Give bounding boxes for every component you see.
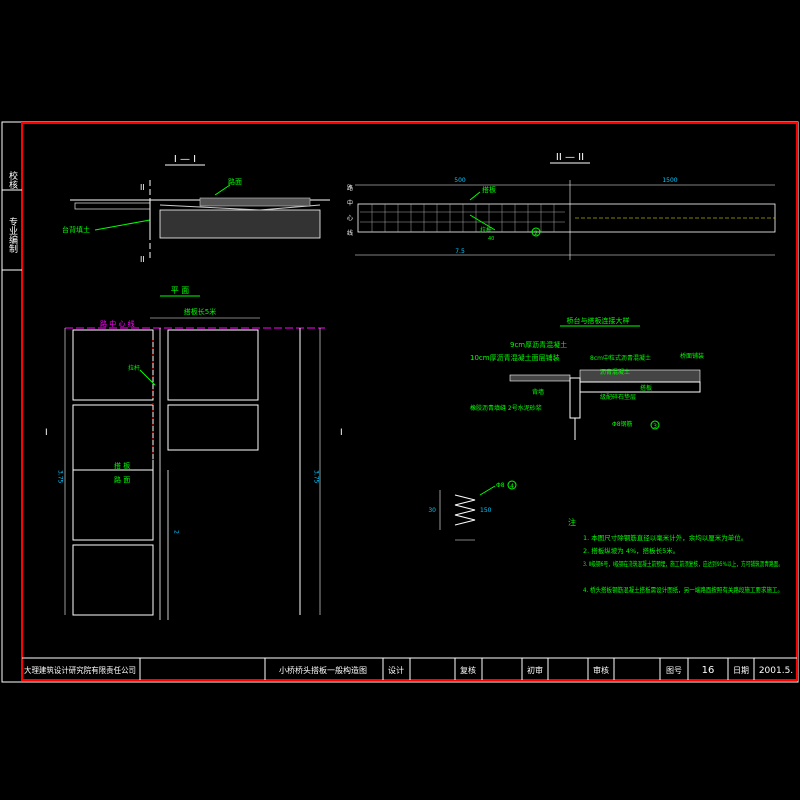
detail-waterproof: 8cm中粒式沥青混凝土 — [590, 354, 651, 362]
plan-dim-left: 3.75 — [57, 470, 64, 484]
date-value: 2001.5. — [759, 666, 793, 676]
date-label: 日期 — [733, 666, 749, 675]
side-label-top: 校核 — [7, 170, 18, 190]
callout-4 — [507, 480, 517, 490]
section-ii-left-4: 线 — [347, 229, 353, 237]
detail-title: 桥台与搭板连接大样 — [567, 316, 630, 325]
detail-deck-label: 桥面铺装 — [680, 352, 704, 360]
callout-3 — [650, 420, 660, 430]
notes-heading: 注 — [568, 517, 576, 527]
section-i-title: I — I — [174, 154, 196, 165]
rebar-dim-1: 30 — [428, 507, 436, 514]
cut-mark-top: II — [140, 183, 145, 192]
dim-right: 1500 — [662, 177, 677, 184]
drawing-no-label: 图号 — [666, 666, 682, 675]
rebar-detail: 30 150 Φ8 4 — [428, 480, 517, 541]
bottom-dim: 7.5 — [455, 248, 465, 255]
svg-text:4: 4 — [510, 483, 514, 490]
section-ii-slab-label: 搭板 — [482, 185, 496, 194]
detail-fill-label: 橡胶沥青填缝 2号水泥砂浆 — [470, 404, 542, 412]
section-ii-left-2: 中 — [347, 199, 353, 207]
plan-dim-right: 3.75 — [313, 470, 320, 484]
outer-border — [1, 121, 799, 683]
detail-concrete-label: 沥青混凝土 — [600, 368, 630, 376]
detail-asphalt-1: 9cm厚沥青混凝土 — [510, 340, 567, 349]
cut-mark-bottom: II — [140, 255, 145, 264]
detail-rebar-label: Φ8钢筋 — [612, 420, 633, 428]
detail-wall-label: 背墙 — [532, 388, 544, 396]
note-2: 2. 搭板纵坡为 4%，搭板长5米。 — [583, 546, 679, 555]
plan-road-label: 路 面 — [114, 475, 130, 484]
note-1: 1. 本图尺寸除钢筋直径以毫米计外，余均以厘米为单位。 — [583, 533, 747, 542]
section-ii-bar-label: 拉杆 — [480, 226, 492, 234]
plan-dim-mid: 2 — [173, 530, 180, 534]
section-i-fill-label: 台背填土 — [62, 225, 90, 234]
rebar-dim-2: 150 — [480, 507, 492, 514]
plan-length-label: 搭板长5米 — [184, 307, 216, 316]
drawing-no: 16 — [702, 665, 715, 676]
section-ii-ii: II — II 500 1500 路 中 心 线 搭板 拉杆 40 2 7. — [347, 152, 776, 260]
section-ii-title: II — II — [556, 152, 584, 163]
section-ii-bar-size: 40 — [488, 236, 494, 242]
plan-view: 平 面 路 中 心 线 搭板长5米 拉杆 搭 板 路 面 3.75 3.75 2… — [45, 286, 343, 620]
rebar-label: Φ8 — [496, 482, 505, 489]
connection-detail: 桥台与搭板连接大样 9cm厚沥青混凝土 10cm厚沥青混凝土面层铺装 8cm中粒… — [470, 316, 704, 440]
section-i-i: I — I 台背填土 路面 II II — [62, 154, 330, 264]
detail-slab-label: 搭板 — [640, 384, 652, 392]
plan-cut-mark-left: I — [45, 428, 48, 438]
detail-asphalt-2: 10cm厚沥青混凝土面层铺装 — [470, 353, 560, 362]
section-ii-left-1: 路 — [347, 184, 353, 192]
section-ii-left-3: 心 — [347, 215, 353, 222]
title-block: 大理建筑设计研究院有限责任公司 小桥桥头搭板一般构造图 设计 复核 初审 审核 … — [22, 657, 797, 680]
section-i-surface-label: 路面 — [228, 177, 242, 186]
svg-text:2: 2 — [534, 230, 538, 237]
side-label-bottom: 专业编制 — [7, 216, 18, 253]
design-label: 设计 — [388, 665, 404, 675]
drawing-title: 小桥桥头搭板一般构造图 — [279, 665, 367, 675]
notes: 注 1. 本图尺寸除钢筋直径以毫米计外，余均以厘米为单位。 2. 搭板纵坡为 4… — [568, 517, 783, 594]
company-name: 大理建筑设计研究院有限责任公司 — [24, 665, 136, 675]
drawing-frame — [21, 122, 798, 681]
dim-left: 500 — [454, 177, 466, 184]
detail-gravel-label: 级配碎石垫层 — [600, 393, 636, 401]
note-4: 4. 桥头搭板钢筋混凝土搭板需设计图纸，另一端路面按照有关路段施工要求施工。 — [583, 585, 783, 594]
note-3: 3. Ⅱ级钢6号，Ⅰ级钢在浇筑混凝土前预埋，施工前须复核，应达到95%以上，方可… — [583, 559, 783, 568]
approve-label: 审核 — [593, 665, 609, 675]
review-label: 初审 — [527, 665, 543, 675]
side-strip: 校核 专业编制 — [2, 170, 22, 271]
check-label: 复核 — [460, 665, 476, 675]
plan-slab-label: 搭 板 — [114, 461, 130, 470]
plan-tiebar-label: 拉杆 — [128, 364, 140, 372]
callout-2 — [531, 227, 541, 237]
svg-text:3: 3 — [653, 423, 657, 430]
fill-hatch — [159, 209, 321, 239]
plan-title: 平 面 — [171, 286, 190, 295]
rebar-grid — [360, 204, 565, 232]
plan-cut-mark-right: I — [340, 428, 343, 438]
plan-centerline-label: 路 中 心 线 — [100, 319, 135, 328]
